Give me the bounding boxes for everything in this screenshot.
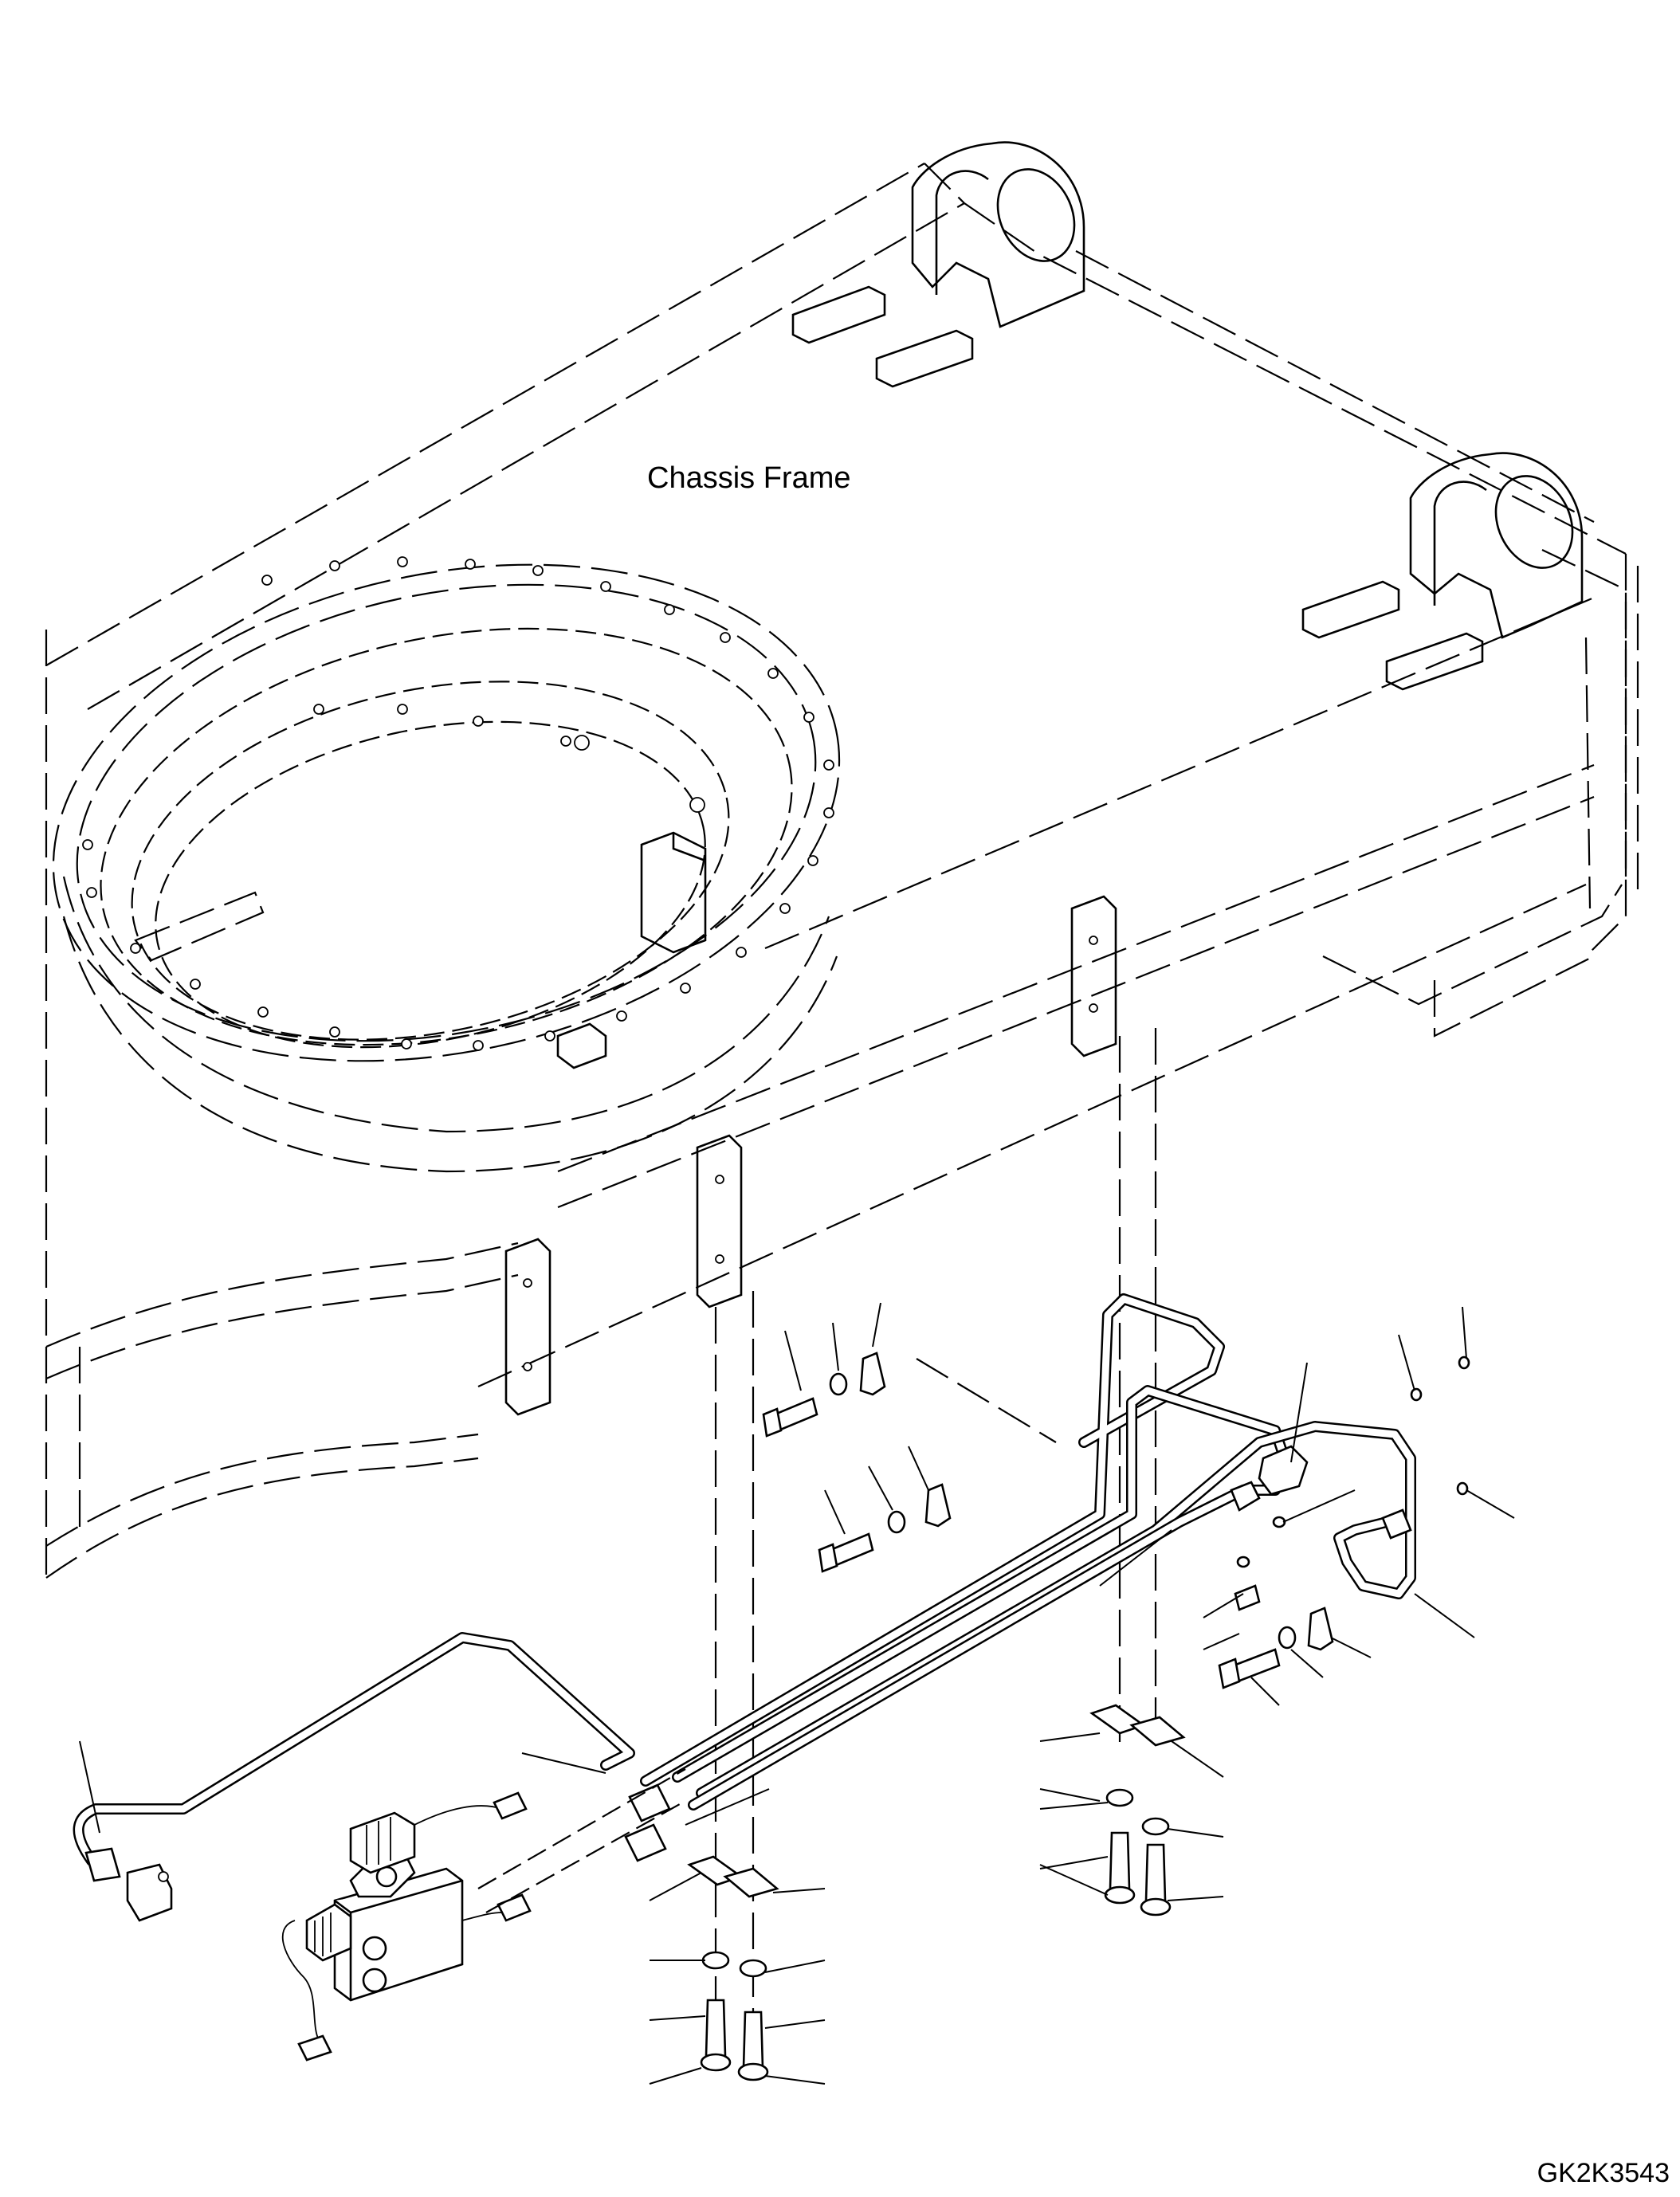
turntable-ring <box>52 556 841 1173</box>
solenoid-valve-block <box>281 1768 686 2062</box>
drawing-code-label: GK2K3543 <box>1537 2158 1670 2188</box>
hardware-lower <box>687 1704 1186 2081</box>
frame-mount-plates <box>504 895 1117 1416</box>
callout-leaders <box>79 1302 1515 2085</box>
hydraulic-pipes <box>73 1293 1416 1866</box>
hardware-upper <box>762 1352 1470 1689</box>
chassis-frame-label: Chassis Frame <box>647 461 851 495</box>
chassis-frame-outline <box>45 163 1639 1579</box>
frame-lugs <box>791 141 1584 691</box>
pipe-fittings <box>84 1445 1412 1922</box>
assembly-center-lines <box>714 1028 1157 2072</box>
